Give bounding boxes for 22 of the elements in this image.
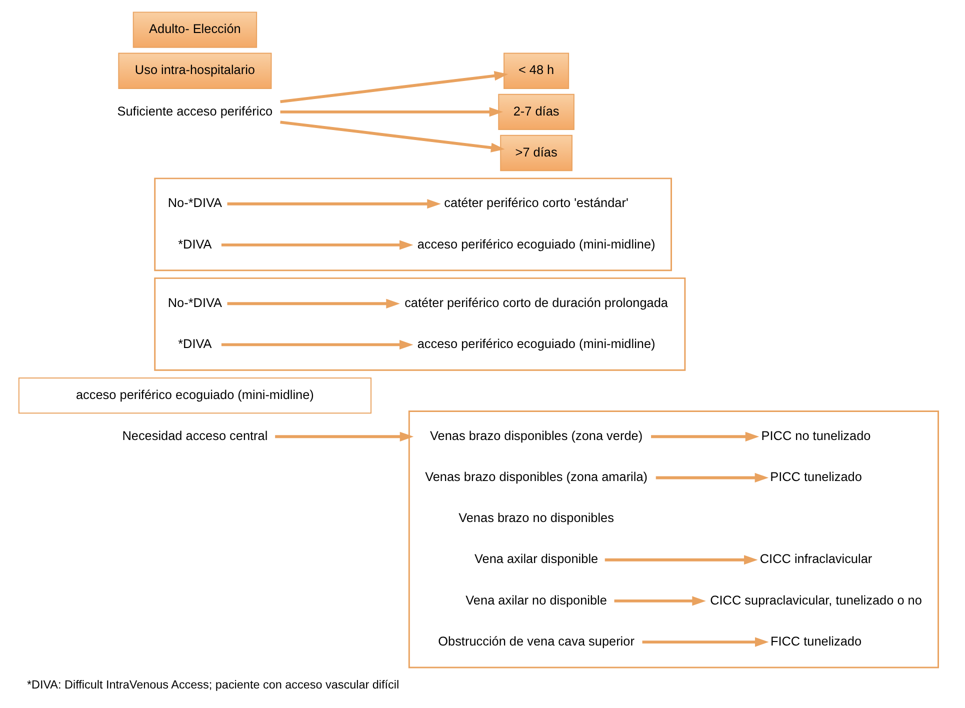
- node-text: PICC tunelizado: [770, 469, 862, 484]
- node-text: Vena axilar disponible: [474, 551, 598, 566]
- node-text: Necesidad acceso central: [122, 428, 268, 443]
- node-text: PICC no tunelizado: [761, 428, 871, 443]
- node-text: CICC infraclavicular: [760, 551, 872, 566]
- node-text: FICC tunelizado: [770, 633, 862, 648]
- node-text: Venas brazo no disponibles: [458, 510, 614, 526]
- node-text: Venas brazo disponibles (zona verde): [430, 428, 643, 443]
- node-text: catéter periférico corto de duración prolongada: [404, 294, 668, 310]
- node-text: No-*DIVA: [168, 195, 222, 210]
- node-text: Obstrucción de vena cava superior: [438, 633, 634, 648]
- node-text: catéter periférico corto 'estándar': [444, 195, 628, 210]
- node-text: acceso periférico ecoguiado (mini-midline): [417, 336, 656, 352]
- node-text: No-*DIVA: [168, 294, 222, 310]
- node-text: Venas brazo disponibles (zona amarila): [425, 469, 648, 484]
- node-text: Suficiente acceso periférico: [117, 103, 273, 118]
- node-text: *DIVA: [178, 236, 212, 252]
- node-text: *DIVA: [178, 336, 212, 352]
- node-text: Vena axilar no disponible: [466, 592, 607, 608]
- node-text: acceso periférico ecoguiado (mini-midline): [417, 236, 656, 252]
- caption: *DIVA: Difficult IntraVenous Access; paciente con acceso vascular difícil: [26, 678, 400, 692]
- node-text: CICC supraclavicular, tunelizado o no: [710, 592, 922, 608]
